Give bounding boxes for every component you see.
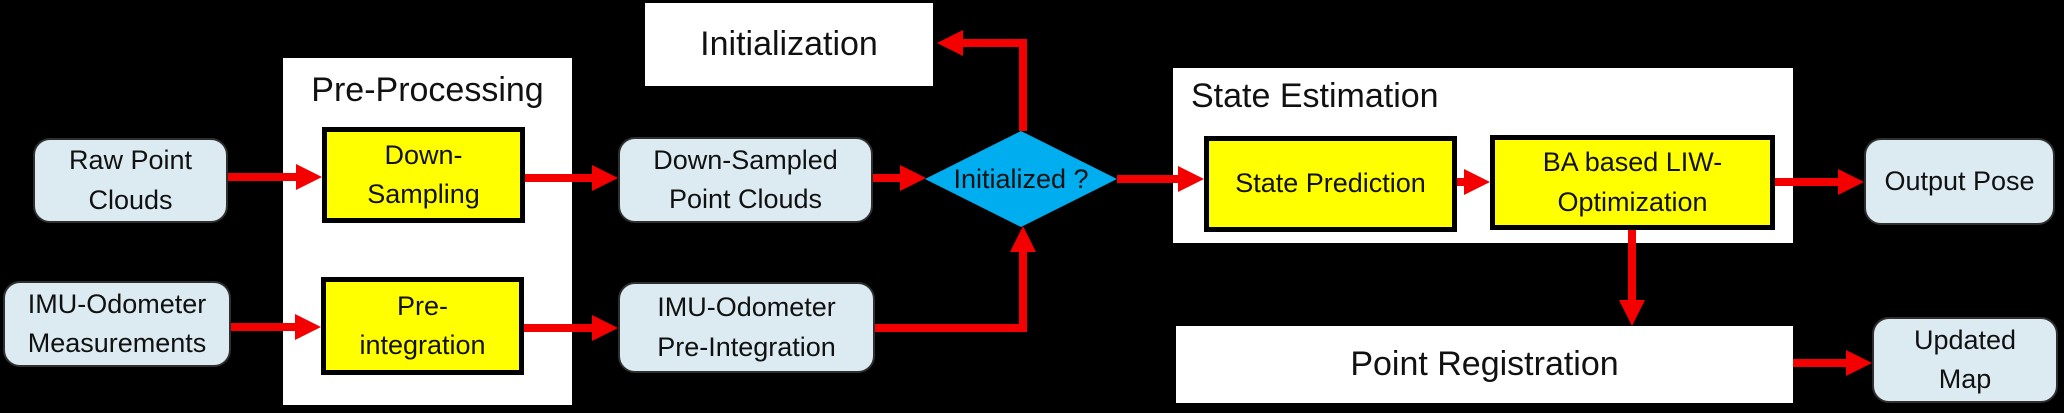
arrow-preintegrationbox-to-diamond-hline	[875, 324, 1027, 332]
ba-based-liw-optimization-box: BA based LIW- Optimization	[1490, 135, 1775, 230]
arrow-diamond-to-stateprediction-head	[1178, 166, 1204, 192]
initialization-box: Initialization	[645, 3, 933, 86]
pre-integration-box: Pre- integration	[321, 277, 524, 375]
arrow-downsampling-to-downsampled-line	[525, 174, 593, 182]
arrow-diamond-to-initialization-head	[937, 30, 963, 56]
arrow-ba-to-pointregistration-line	[1628, 230, 1636, 300]
arrow-preintegration-to-preintegrationbox-head	[592, 315, 618, 341]
down-sampling-box: Down- Sampling	[322, 127, 525, 223]
state-prediction-box: State Prediction	[1204, 136, 1457, 232]
arrow-diamond-to-initialization-vline	[1019, 39, 1027, 131]
arrow-ba-to-outputpose-head	[1838, 169, 1864, 195]
arrow-stateprediction-to-ba-line	[1457, 178, 1466, 186]
arrow-raw-to-downsampling-line	[228, 173, 298, 181]
arrow-imu-to-preintegration-line	[231, 323, 297, 331]
arrow-preintegration-to-preintegrationbox-line	[524, 324, 592, 332]
arrow-pointregistration-to-updatedmap-line	[1793, 359, 1846, 367]
initialized-decision-diamond: Initialized ?	[925, 131, 1117, 227]
arrow-downsampled-to-diamond-line	[873, 174, 901, 182]
updated-map-box: Updated Map	[1872, 317, 2058, 403]
imu-odometer-measurements-box: IMU-Odometer Measurements	[3, 281, 231, 367]
arrow-raw-to-downsampling-head	[296, 164, 322, 190]
arrow-diamond-to-initialization-hline	[963, 39, 1027, 47]
point-registration-box: Point Registration	[1176, 326, 1793, 403]
arrow-preintegrationbox-to-diamond-head	[1010, 226, 1036, 252]
arrow-imu-to-preintegration-head	[295, 314, 321, 340]
arrow-downsampled-to-diamond-head	[900, 165, 926, 191]
arrow-ba-to-outputpose-line	[1775, 178, 1838, 186]
arrow-ba-to-pointregistration-head	[1619, 300, 1645, 326]
arrow-stateprediction-to-ba-head	[1464, 169, 1490, 195]
arrow-downsampling-to-downsampled-head	[592, 165, 618, 191]
state-estimation-title: State Estimation	[1191, 77, 1439, 115]
imu-odometer-pre-integration-box: IMU-Odometer Pre-Integration	[618, 282, 875, 373]
output-pose-box: Output Pose	[1864, 138, 2055, 225]
down-sampled-point-clouds-box: Down-Sampled Point Clouds	[618, 137, 873, 223]
pre-processing-title: Pre-Processing	[311, 71, 544, 109]
raw-point-clouds-box: Raw Point Clouds	[33, 138, 228, 223]
initialized-decision-label: Initialized ?	[953, 163, 1089, 194]
arrow-pointregistration-to-updatedmap-head	[1846, 350, 1872, 376]
arrow-preintegrationbox-to-diamond-vline	[1019, 252, 1027, 332]
arrow-diamond-to-stateprediction-line	[1117, 175, 1178, 183]
